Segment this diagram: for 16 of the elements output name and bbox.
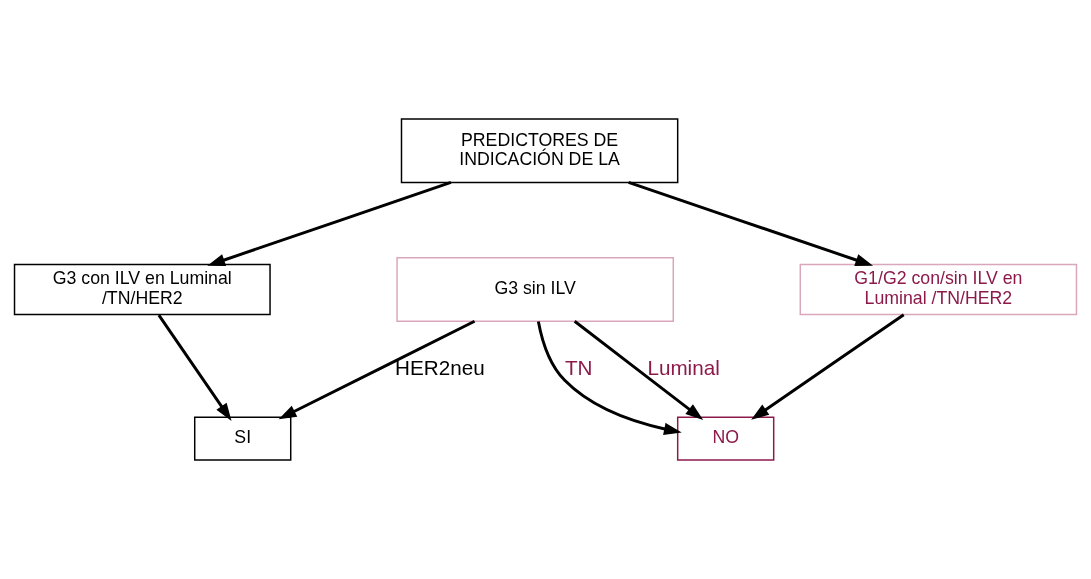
arrow — [278, 319, 476, 420]
node-box: SI — [194, 416, 292, 461]
arrow — [751, 313, 905, 420]
arrow — [573, 320, 704, 420]
edge-label: TN — [564, 355, 593, 379]
arrow — [628, 181, 874, 266]
arrow — [157, 314, 232, 421]
node-box: NO — [676, 416, 775, 461]
arrow — [207, 181, 452, 266]
edge-label: HER2neu — [395, 355, 485, 379]
node-box: PREDICTORES DE INDICACIÓN DE LA — [400, 118, 679, 184]
node-box: G3 con ILV en Luminal /TN/HER2 — [13, 263, 271, 316]
edge-label: Luminal — [647, 355, 720, 379]
arrow — [536, 321, 682, 436]
node-box: G1/G2 con/sin ILV en Luminal /TN/HER2 — [799, 263, 1078, 316]
node-box: G3 sin ILV — [396, 257, 674, 322]
